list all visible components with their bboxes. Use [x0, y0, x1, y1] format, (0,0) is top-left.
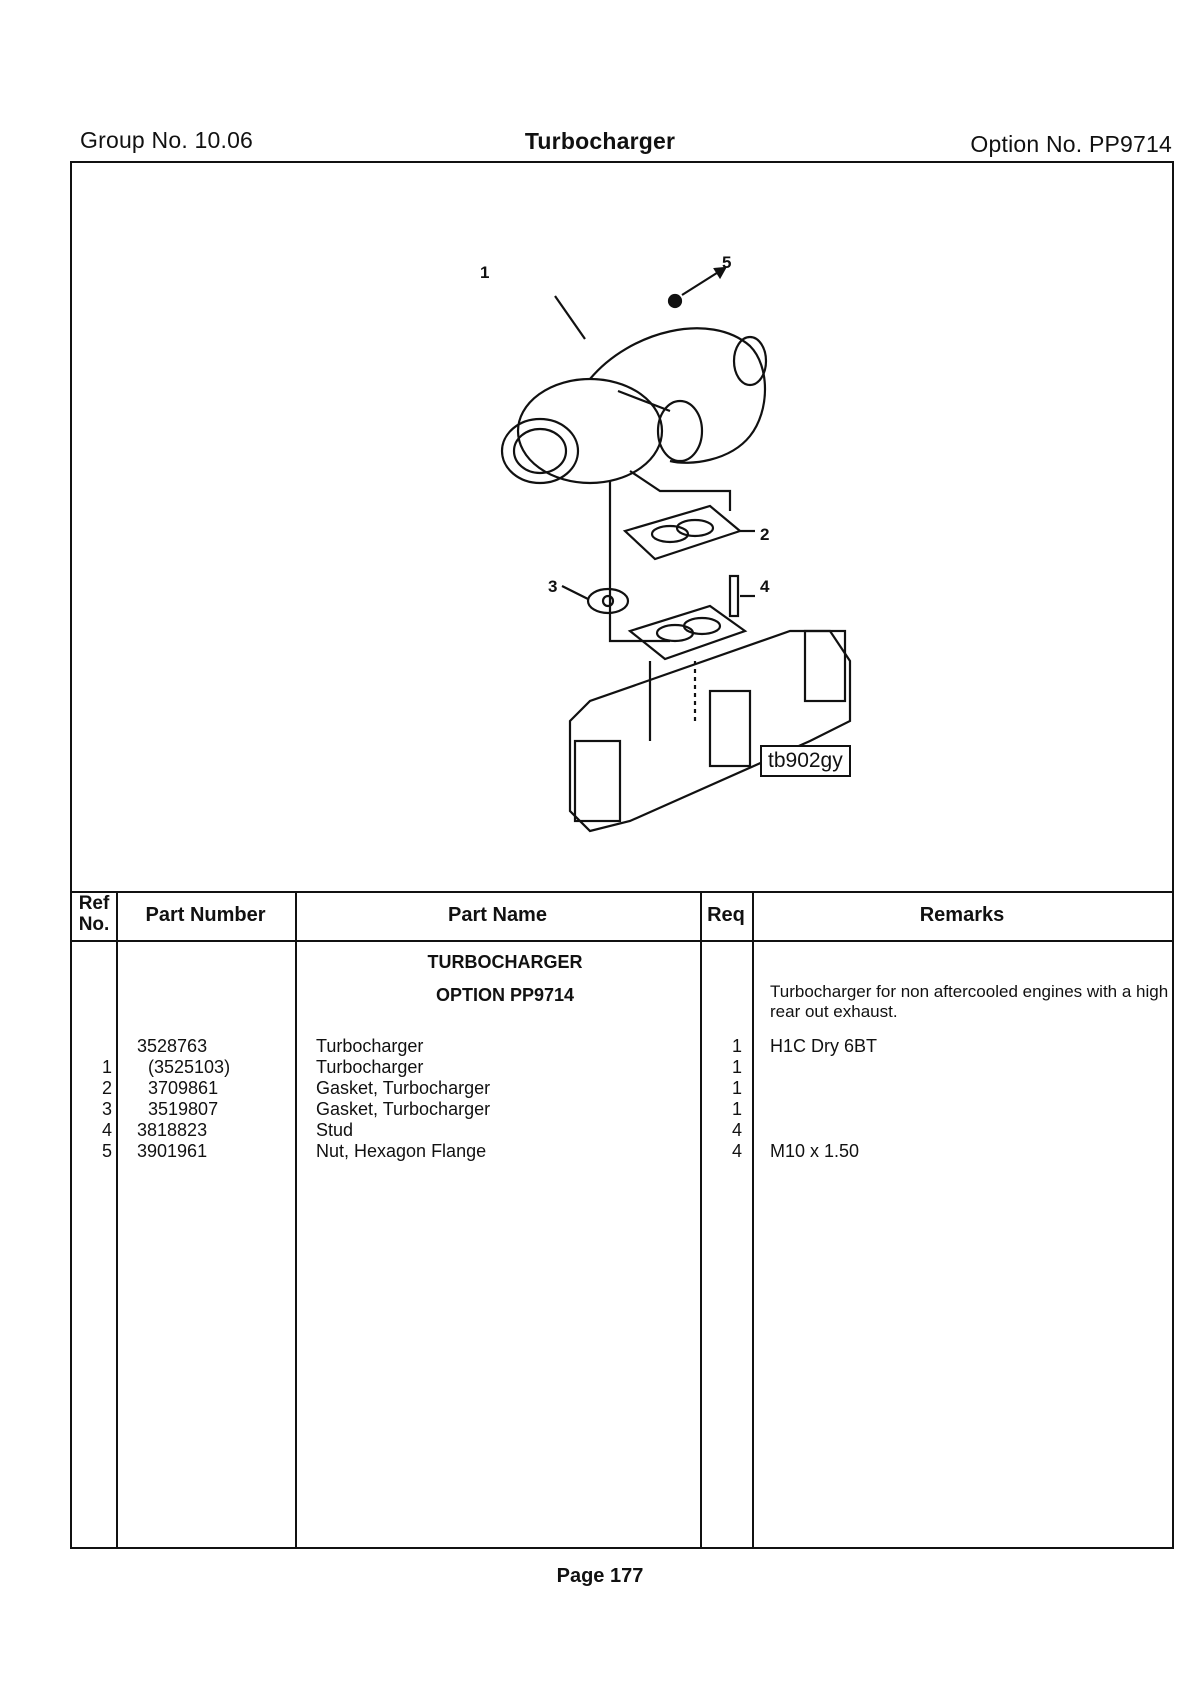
row-remarks: H1C Dry 6BT	[770, 1036, 878, 1056]
header-part-number: Part Number	[145, 904, 266, 926]
section-option: OPTION PP9714	[435, 985, 575, 1005]
row-part-number: 3709861	[148, 1078, 219, 1098]
row-part-name: Gasket, Turbocharger	[316, 1099, 491, 1119]
row-ref: 3	[101, 1099, 112, 1119]
callout-4: 4	[760, 577, 770, 596]
header-ref-line1: Ref	[78, 893, 110, 914]
col-divider	[116, 891, 118, 1549]
row-part-name: Gasket, Turbocharger	[316, 1078, 491, 1098]
table-top-rule	[70, 891, 1174, 893]
callout-5: 5	[722, 253, 732, 272]
table-header-rule	[70, 940, 1174, 942]
section-title: TURBOCHARGER	[427, 952, 583, 972]
header-ref: Ref No.	[72, 893, 116, 935]
figure-code: tb902gy	[760, 745, 851, 777]
section-remark: Turbocharger for non aftercooled engines…	[770, 982, 1169, 1021]
page-title: Turbocharger	[524, 128, 676, 154]
manifold-flange	[627, 604, 748, 661]
row-part-number: (3525103)	[148, 1057, 231, 1077]
header-remarks: Remarks	[919, 904, 1005, 926]
row-part-name: Nut, Hexagon Flange	[316, 1141, 487, 1161]
parts-frame	[70, 161, 1174, 1549]
row-req: 4	[731, 1141, 742, 1161]
exploded-view-illustration: 1 2 3 4 5 tb902gy	[70, 161, 1174, 891]
group-number: Group No. 10.06	[80, 127, 254, 153]
row-req: 1	[731, 1057, 742, 1077]
col-divider	[700, 891, 702, 1549]
callout-3: 3	[548, 577, 558, 596]
option-number: Option No. PP9714	[970, 131, 1172, 157]
row-part-name: Stud	[316, 1120, 354, 1140]
row-part-number: 3901961	[137, 1141, 208, 1161]
turbocharger-drawing	[500, 266, 852, 833]
compressor-housing	[516, 377, 664, 485]
row-ref: 4	[101, 1120, 112, 1140]
page-number: Page 177	[556, 1565, 644, 1587]
row-ref: 2	[101, 1078, 112, 1098]
callout-2: 2	[760, 525, 770, 544]
turbo-gasket-upper	[622, 504, 743, 561]
row-part-number: 3519807	[148, 1099, 219, 1119]
header-part-name: Part Name	[448, 904, 547, 926]
row-part-name: Turbocharger	[316, 1057, 424, 1077]
row-req: 4	[731, 1120, 742, 1140]
row-part-number: 3528763	[137, 1036, 208, 1056]
row-ref: 1	[101, 1057, 112, 1077]
drain-gasket	[586, 587, 630, 615]
stud	[728, 574, 740, 618]
header-ref-line2: No.	[78, 914, 110, 935]
row-req: 1	[731, 1078, 742, 1098]
row-req: 1	[731, 1036, 742, 1056]
col-divider	[295, 891, 297, 1549]
header-req: Req	[707, 904, 745, 926]
row-ref: 5	[101, 1141, 112, 1161]
compressor-inlet	[500, 417, 580, 485]
row-part-number: 3818823	[137, 1120, 208, 1140]
exhaust-manifold	[568, 629, 852, 833]
row-remarks: M10 x 1.50	[770, 1141, 860, 1161]
turbine-outlet	[656, 399, 704, 463]
hex-nut	[667, 293, 683, 309]
row-req: 1	[731, 1099, 742, 1119]
callout-1: 1	[480, 263, 490, 282]
col-divider	[752, 891, 754, 1549]
row-part-name: Turbocharger	[316, 1036, 424, 1056]
